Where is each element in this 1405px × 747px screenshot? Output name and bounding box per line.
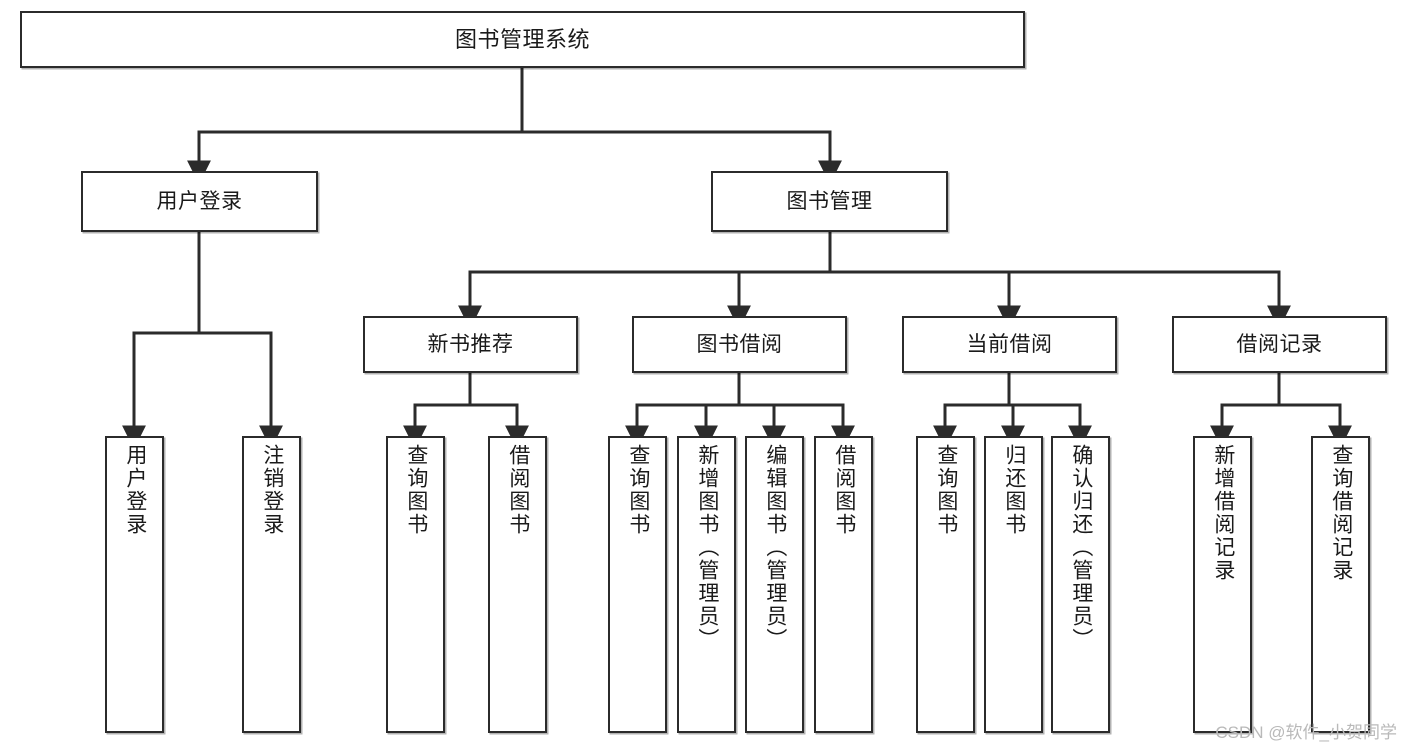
node-book-manage-label: 图书管理: [786, 190, 873, 213]
node-user-login[interactable]: 用户登录: [81, 171, 318, 232]
node-leaf-return-book-label: 归还图书: [1002, 444, 1026, 536]
node-new-book-rec[interactable]: 新书推荐: [363, 316, 578, 373]
node-book-manage[interactable]: 图书管理: [711, 171, 948, 232]
node-user-login-label: 用户登录: [156, 190, 243, 213]
node-leaf-user-login-label: 用户登录: [123, 444, 147, 536]
node-new-book-rec-label: 新书推荐: [427, 333, 514, 356]
node-leaf-borrow-book-1-label: 借阅图书: [506, 444, 530, 536]
node-leaf-add-book[interactable]: 新增图书（管理员）: [677, 436, 736, 733]
node-leaf-borrow-book-2[interactable]: 借阅图书: [814, 436, 873, 733]
node-leaf-borrow-book-1[interactable]: 借阅图书: [488, 436, 547, 733]
node-leaf-query-record-label: 查询借阅记录: [1329, 444, 1353, 582]
node-leaf-confirm-return[interactable]: 确认归还（管理员）: [1051, 436, 1110, 733]
node-leaf-confirm-return-label: 确认归还（管理员）: [1069, 444, 1093, 651]
node-leaf-add-book-label: 新增图书（管理员）: [695, 444, 719, 651]
node-leaf-logout[interactable]: 注销登录: [242, 436, 301, 733]
node-leaf-user-login[interactable]: 用户登录: [105, 436, 164, 733]
node-leaf-query-book-2-label: 查询图书: [626, 444, 650, 536]
node-current-borrow-label: 当前借阅: [966, 333, 1053, 356]
csdn-watermark: CSDN @软件_小贺同学: [1215, 723, 1397, 742]
node-root-label: 图书管理系统: [454, 26, 590, 52]
node-leaf-edit-book[interactable]: 编辑图书（管理员）: [745, 436, 804, 733]
node-leaf-query-record[interactable]: 查询借阅记录: [1311, 436, 1370, 733]
node-leaf-borrow-book-2-label: 借阅图书: [832, 444, 856, 536]
node-leaf-query-book-1-label: 查询图书: [404, 444, 428, 536]
node-leaf-query-book-1[interactable]: 查询图书: [386, 436, 445, 733]
node-leaf-add-record[interactable]: 新增借阅记录: [1193, 436, 1252, 733]
node-book-borrow[interactable]: 图书借阅: [632, 316, 847, 373]
node-leaf-query-book-3[interactable]: 查询图书: [916, 436, 975, 733]
node-current-borrow[interactable]: 当前借阅: [902, 316, 1117, 373]
node-leaf-edit-book-label: 编辑图书（管理员）: [763, 444, 787, 651]
node-leaf-query-book-2[interactable]: 查询图书: [608, 436, 667, 733]
node-leaf-logout-label: 注销登录: [260, 444, 284, 536]
node-borrow-record-label: 借阅记录: [1236, 333, 1323, 356]
node-leaf-query-book-3-label: 查询图书: [934, 444, 958, 536]
node-leaf-add-record-label: 新增借阅记录: [1211, 444, 1235, 582]
node-borrow-record[interactable]: 借阅记录: [1172, 316, 1387, 373]
node-leaf-return-book[interactable]: 归还图书: [984, 436, 1043, 733]
node-book-borrow-label: 图书借阅: [696, 333, 783, 356]
node-root[interactable]: 图书管理系统: [20, 11, 1025, 68]
